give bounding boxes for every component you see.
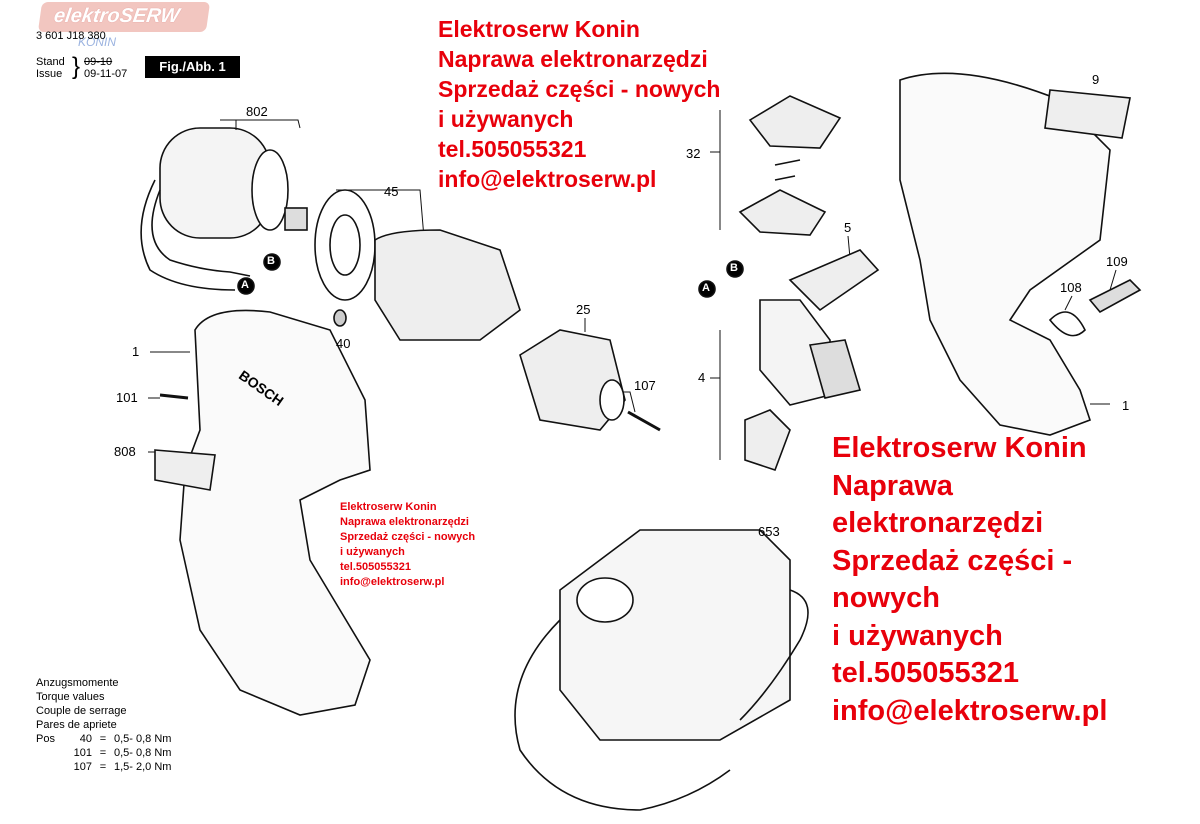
table-row: 101 = 0,5- 0,8 Nm bbox=[36, 746, 175, 760]
watermark-line: i używanych bbox=[340, 546, 405, 558]
torque-heading: Torque values bbox=[36, 691, 105, 703]
pos-cell bbox=[36, 746, 66, 760]
label-25: 25 bbox=[576, 302, 591, 317]
label-101: 101 bbox=[116, 390, 138, 405]
label-808: 808 bbox=[114, 444, 136, 459]
watermark-line: nowych bbox=[832, 582, 940, 614]
label-1-right: 1 bbox=[1122, 398, 1130, 413]
label-109: 109 bbox=[1106, 254, 1128, 269]
pos-cell bbox=[36, 760, 66, 774]
label-653: 653 bbox=[758, 524, 780, 539]
chuck-25 bbox=[519, 329, 661, 432]
torque-values: Anzugsmomente Torque values Couple de se… bbox=[36, 676, 175, 774]
stand-label: Stand bbox=[36, 56, 65, 68]
watermark-top: Elektroserw Konin Naprawa elektronarzędz… bbox=[438, 14, 720, 194]
label-5: 5 bbox=[844, 220, 852, 235]
label-802: 802 bbox=[246, 104, 268, 119]
label-1-left: 1 bbox=[132, 344, 140, 359]
housing-left-1 bbox=[154, 309, 371, 716]
table-row: Pos 40 = 0,5- 0,8 Nm bbox=[36, 732, 175, 746]
num-cell: 40 bbox=[79, 733, 92, 745]
watermark-line: tel.505055321 bbox=[438, 136, 587, 162]
watermark-line: Elektroserw Konin bbox=[438, 16, 640, 42]
gearbox-45 bbox=[314, 189, 521, 341]
marker-b-left: B bbox=[267, 255, 275, 267]
watermark-line: tel.505055321 bbox=[340, 561, 411, 573]
torque-heading: Pares de apriete bbox=[36, 719, 117, 731]
marker-b-right: B bbox=[730, 262, 738, 274]
marker-a-right: A bbox=[702, 282, 710, 294]
brace-icon: } bbox=[72, 53, 81, 80]
watermark-line: Naprawa elektronarzędzi bbox=[340, 516, 469, 528]
doc-number: 3 601 J18 380 bbox=[36, 30, 106, 42]
housing-right-1 bbox=[899, 72, 1142, 436]
watermark-line: info@elektroserw.pl bbox=[340, 576, 445, 588]
motor-802 bbox=[140, 127, 308, 291]
marker-a-left: A bbox=[241, 279, 249, 291]
watermark-line: Elektroserw Konin bbox=[832, 432, 1087, 464]
watermark-line: info@elektroserw.pl bbox=[438, 166, 657, 192]
table-row: 107 = 1,5- 2,0 Nm bbox=[36, 760, 175, 774]
figure-label: Fig./Abb. 1 bbox=[145, 56, 240, 78]
pos-cell: Pos bbox=[36, 733, 55, 745]
logo-subtitle: KONIN bbox=[78, 35, 117, 49]
stand-value: 09-10 bbox=[84, 56, 113, 68]
range-cell: 0,5- 0,8 Nm bbox=[114, 747, 172, 759]
watermark-line: Sprzedaż części - bbox=[832, 544, 1073, 577]
num-cell: 101 bbox=[73, 747, 92, 759]
watermark-line: tel.505055321 bbox=[832, 657, 1020, 689]
clip-32 bbox=[738, 95, 880, 312]
torque-heading: Couple de serrage bbox=[36, 705, 127, 717]
watermark-line: Naprawa bbox=[832, 469, 953, 502]
torque-heading: Anzugsmomente bbox=[36, 677, 119, 689]
label-40: 40 bbox=[336, 336, 351, 351]
label-32: 32 bbox=[686, 146, 701, 161]
watermark-line: Sprzedaż części - nowych bbox=[340, 531, 476, 543]
label-107: 107 bbox=[634, 378, 656, 393]
issue-label: Issue bbox=[36, 68, 63, 80]
eq-cell: = bbox=[99, 761, 107, 773]
charger-653 bbox=[514, 529, 809, 811]
label-108: 108 bbox=[1060, 280, 1082, 295]
label-9: 9 bbox=[1092, 72, 1100, 87]
switch-4 bbox=[744, 299, 862, 472]
watermark-mid: Elektroserw Konin Naprawa elektronarzędz… bbox=[340, 500, 475, 590]
eq-cell: = bbox=[99, 733, 107, 745]
watermark-line: elektronarzędzi bbox=[832, 507, 1044, 539]
watermark-line: Elektroserw Konin bbox=[340, 501, 437, 513]
watermark-right: Elektroserw Konin Naprawa elektronarzędz… bbox=[832, 430, 1107, 730]
label-45: 45 bbox=[384, 184, 399, 199]
eq-cell: = bbox=[99, 747, 107, 759]
num-cell: 107 bbox=[73, 761, 92, 773]
range-cell: 0,5- 0,8 Nm bbox=[114, 733, 172, 745]
torque-table: Pos 40 = 0,5- 0,8 Nm 101 = 0,5- 0,8 Nm 1… bbox=[36, 732, 175, 774]
watermark-line: info@elektroserw.pl bbox=[832, 694, 1108, 727]
watermark-line: i używanych bbox=[832, 619, 1003, 652]
watermark-line: Sprzedaż części - nowych bbox=[438, 76, 721, 102]
label-4: 4 bbox=[698, 370, 706, 385]
issue-value: 09-11-07 bbox=[84, 68, 128, 80]
range-cell: 1,5- 2,0 Nm bbox=[114, 761, 172, 773]
watermark-line: i używanych bbox=[438, 106, 574, 132]
watermark-line: Naprawa elektronarzędzi bbox=[438, 46, 708, 72]
